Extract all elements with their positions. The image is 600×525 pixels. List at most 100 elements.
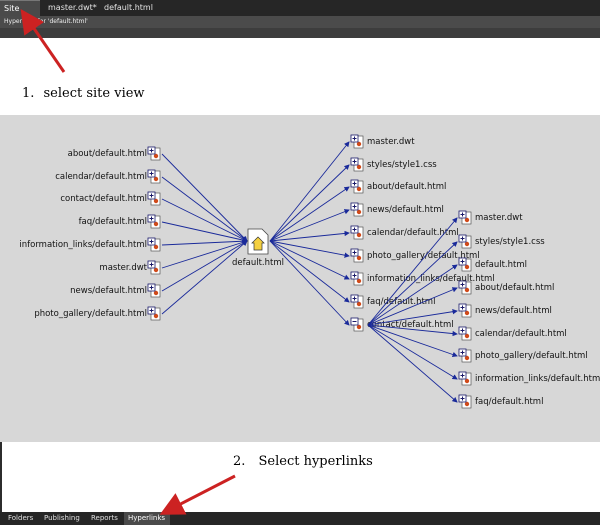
toolbar-band <box>0 28 600 38</box>
outgoing-line-4 <box>269 230 350 242</box>
outgoing-line-8 <box>269 240 350 326</box>
incoming-node-icon-2[interactable] <box>147 191 161 206</box>
outgoing-line-0 <box>269 141 350 242</box>
step-2-number: 2. <box>233 454 246 469</box>
outgoing-line-1 <box>269 164 350 242</box>
incoming-node-icon-1[interactable] <box>147 169 161 184</box>
outgoing-node-icon-2[interactable] <box>350 179 364 194</box>
incoming-link-faq[interactable]: faq/default.html <box>78 217 147 227</box>
outgoing-node-icon-6[interactable] <box>350 271 364 286</box>
contact-child-faq[interactable]: faq/default.html <box>475 397 544 407</box>
outgoing-line-5 <box>269 240 350 258</box>
incoming-node-icon-0[interactable] <box>147 146 161 161</box>
outgoing-node-icon-0[interactable] <box>350 134 364 149</box>
incoming-link-photo-gallery[interactable]: photo_gallery/default.html <box>34 309 147 319</box>
contact-child-news[interactable]: news/default.html <box>475 306 552 316</box>
outgoing-link-contact[interactable]: contact/default.html <box>367 320 454 330</box>
contact-child-line-8 <box>367 324 458 403</box>
contact-child-line-6 <box>367 324 458 358</box>
center-page-label[interactable]: default.html <box>232 258 284 268</box>
outgoing-node-icon-3[interactable] <box>350 202 364 217</box>
contact-child-node-icon-8[interactable] <box>458 394 472 409</box>
contact-child-style1-css[interactable]: styles/style1.css <box>475 237 545 247</box>
contact-child-about[interactable]: about/default.html <box>475 283 555 293</box>
callout-arrow-site-view <box>20 9 66 73</box>
contact-child-line-4 <box>367 309 458 326</box>
contact-child-line-3 <box>367 287 458 326</box>
outgoing-link-faq[interactable]: faq/default.html <box>367 297 436 307</box>
hyperlinks-graph-area <box>0 115 600 442</box>
tab-folders[interactable]: Folders <box>8 514 34 522</box>
instruction-step-2: 2. Select hyperlinks <box>233 450 373 469</box>
contact-child-node-icon-6[interactable] <box>458 348 472 363</box>
incoming-line-5 <box>161 239 248 269</box>
contact-child-node-icon-4[interactable] <box>458 303 472 318</box>
incoming-node-icon-3[interactable] <box>147 214 161 229</box>
left-panel-edge <box>0 442 2 512</box>
outgoing-line-2 <box>269 186 350 242</box>
incoming-line-3 <box>161 221 248 243</box>
outgoing-node-icon-8[interactable] <box>350 317 364 332</box>
incoming-link-news[interactable]: news/default.html <box>70 286 147 296</box>
incoming-link-about[interactable]: about/default.html <box>67 149 147 159</box>
contact-child-node-icon-3[interactable] <box>458 280 472 295</box>
outgoing-link-master-dwt[interactable]: master.dwt <box>367 137 415 147</box>
outgoing-node-icon-4[interactable] <box>350 225 364 240</box>
hyperlinks-header: Hyperlinks for 'default.html' <box>0 16 600 28</box>
document-tab-bar <box>0 0 600 16</box>
contact-child-line-2 <box>367 264 458 326</box>
outgoing-link-photo-gallery[interactable]: photo_gallery/default.html <box>367 251 480 261</box>
contact-child-line-7 <box>367 324 458 380</box>
link-nodes <box>147 134 472 409</box>
incoming-link-calendar[interactable]: calendar/default.html <box>55 172 147 182</box>
outgoing-node-icon-5[interactable] <box>350 248 364 263</box>
callout-arrow-hyperlinks <box>159 474 236 515</box>
incoming-node-icon-6[interactable] <box>147 283 161 298</box>
contact-child-node-icon-2[interactable] <box>458 257 472 272</box>
outgoing-line-7 <box>269 240 350 303</box>
contact-child-line-1 <box>367 241 458 326</box>
contact-child-photo-gallery[interactable]: photo_gallery/default.html <box>475 351 588 361</box>
incoming-line-2 <box>161 198 248 242</box>
step-1-number: 1. <box>22 86 35 101</box>
incoming-line-1 <box>161 176 248 242</box>
contact-child-information-links[interactable]: information_links/default.html <box>475 374 600 384</box>
outgoing-node-icon-1[interactable] <box>350 157 364 172</box>
incoming-link-information-links[interactable]: information_links/default.html <box>19 240 147 250</box>
home-page-icon[interactable] <box>247 228 269 255</box>
outgoing-link-calendar[interactable]: calendar/default.html <box>367 228 459 238</box>
incoming-line-0 <box>161 153 248 242</box>
outgoing-link-news[interactable]: news/default.html <box>367 205 444 215</box>
contact-child-master-dwt[interactable]: master.dwt <box>475 213 523 223</box>
contact-child-node-icon-1[interactable] <box>458 234 472 249</box>
outgoing-line-3 <box>269 209 350 242</box>
contact-child-node-icon-0[interactable] <box>458 210 472 225</box>
incoming-line-7 <box>161 240 248 315</box>
outgoing-link-about[interactable]: about/default.html <box>367 182 447 192</box>
step-2-text: Select hyperlinks <box>258 454 373 469</box>
contact-child-calendar[interactable]: calendar/default.html <box>475 329 567 339</box>
link-lines <box>161 141 458 403</box>
incoming-node-icon-4[interactable] <box>147 237 161 252</box>
tab-hyperlinks[interactable]: Hyperlinks <box>124 512 170 525</box>
contact-child-node-icon-7[interactable] <box>458 371 472 386</box>
incoming-link-master-dwt[interactable]: master.dwt <box>99 263 147 273</box>
instruction-step-1: 1. select site view <box>22 82 145 101</box>
outgoing-node-icon-7[interactable] <box>350 294 364 309</box>
step-1-text: select site view <box>43 86 145 101</box>
incoming-line-6 <box>161 240 248 292</box>
contact-child-node-icon-5[interactable] <box>458 326 472 341</box>
outgoing-link-information-links[interactable]: information_links/default.html <box>367 274 495 284</box>
incoming-node-icon-5[interactable] <box>147 260 161 275</box>
contact-child-default-html[interactable]: default.html <box>475 260 527 270</box>
contact-child-line-0 <box>367 217 458 326</box>
tab-master-dwt[interactable]: master.dwt* <box>48 3 97 12</box>
tab-reports[interactable]: Reports <box>91 514 118 522</box>
incoming-line-4 <box>161 238 248 246</box>
incoming-link-contact[interactable]: contact/default.html <box>60 194 147 204</box>
tab-publishing[interactable]: Publishing <box>44 514 80 522</box>
incoming-node-icon-7[interactable] <box>147 306 161 321</box>
tab-default-html[interactable]: default.html <box>104 3 153 12</box>
outgoing-link-style1-css[interactable]: styles/style1.css <box>367 160 437 170</box>
